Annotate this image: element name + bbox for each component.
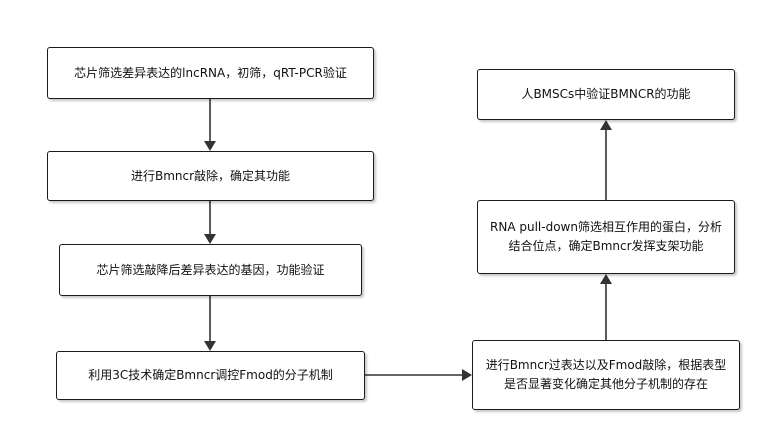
arrow-n1-to-n2: [204, 99, 216, 151]
step-rna-pulldown: RNA pull-down筛选相互作用的蛋白，分析结合位点，确定Bmncr发挥支…: [477, 200, 735, 274]
step-bmncr-knockout: 进行Bmncr敲除，确定其功能: [47, 151, 374, 201]
step-human-bmscs-validation: 人BMSCs中验证BMNCR的功能: [477, 69, 735, 120]
step-3c-mechanism: 利用3C技术确定Bmncr调控Fmod的分子机制: [56, 351, 365, 400]
arrow-n6-to-n7: [600, 120, 612, 200]
step-overexpression-knockout: 进行Bmncr过表达以及Fmod敲除，根据表型是否显著变化确定其他分子机制的存在: [472, 340, 740, 410]
step-chip-screen-lncrna: 芯片筛选差异表达的lncRNA，初筛，qRT-PCR验证: [47, 47, 374, 99]
step-rna-pulldown-text: RNA pull-down筛选相互作用的蛋白，分析结合位点，确定Bmncr发挥支…: [490, 220, 722, 253]
arrow-n5-to-n6: [600, 274, 612, 340]
step-chip-screen-genes-text: 芯片筛选敲降后差异表达的基因，功能验证: [96, 262, 325, 277]
step-chip-screen-genes: 芯片筛选敲降后差异表达的基因，功能验证: [59, 244, 362, 296]
step-human-bmscs-validation-text: 人BMSCs中验证BMNCR的功能: [521, 87, 691, 101]
step-overexpression-knockout-text: 进行Bmncr过表达以及Fmod敲除，根据表型是否显著变化确定其他分子机制的存在: [485, 358, 727, 391]
arrow-n2-to-n3: [204, 201, 216, 244]
arrow-n4-to-n5: [365, 369, 472, 381]
arrow-n3-to-n4: [204, 296, 216, 351]
step-chip-screen-lncrna-text: 芯片筛选差异表达的lncRNA，初筛，qRT-PCR验证: [74, 65, 347, 80]
step-bmncr-knockout-text: 进行Bmncr敲除，确定其功能: [130, 168, 291, 183]
step-3c-mechanism-text: 利用3C技术确定Bmncr调控Fmod的分子机制: [88, 368, 333, 382]
